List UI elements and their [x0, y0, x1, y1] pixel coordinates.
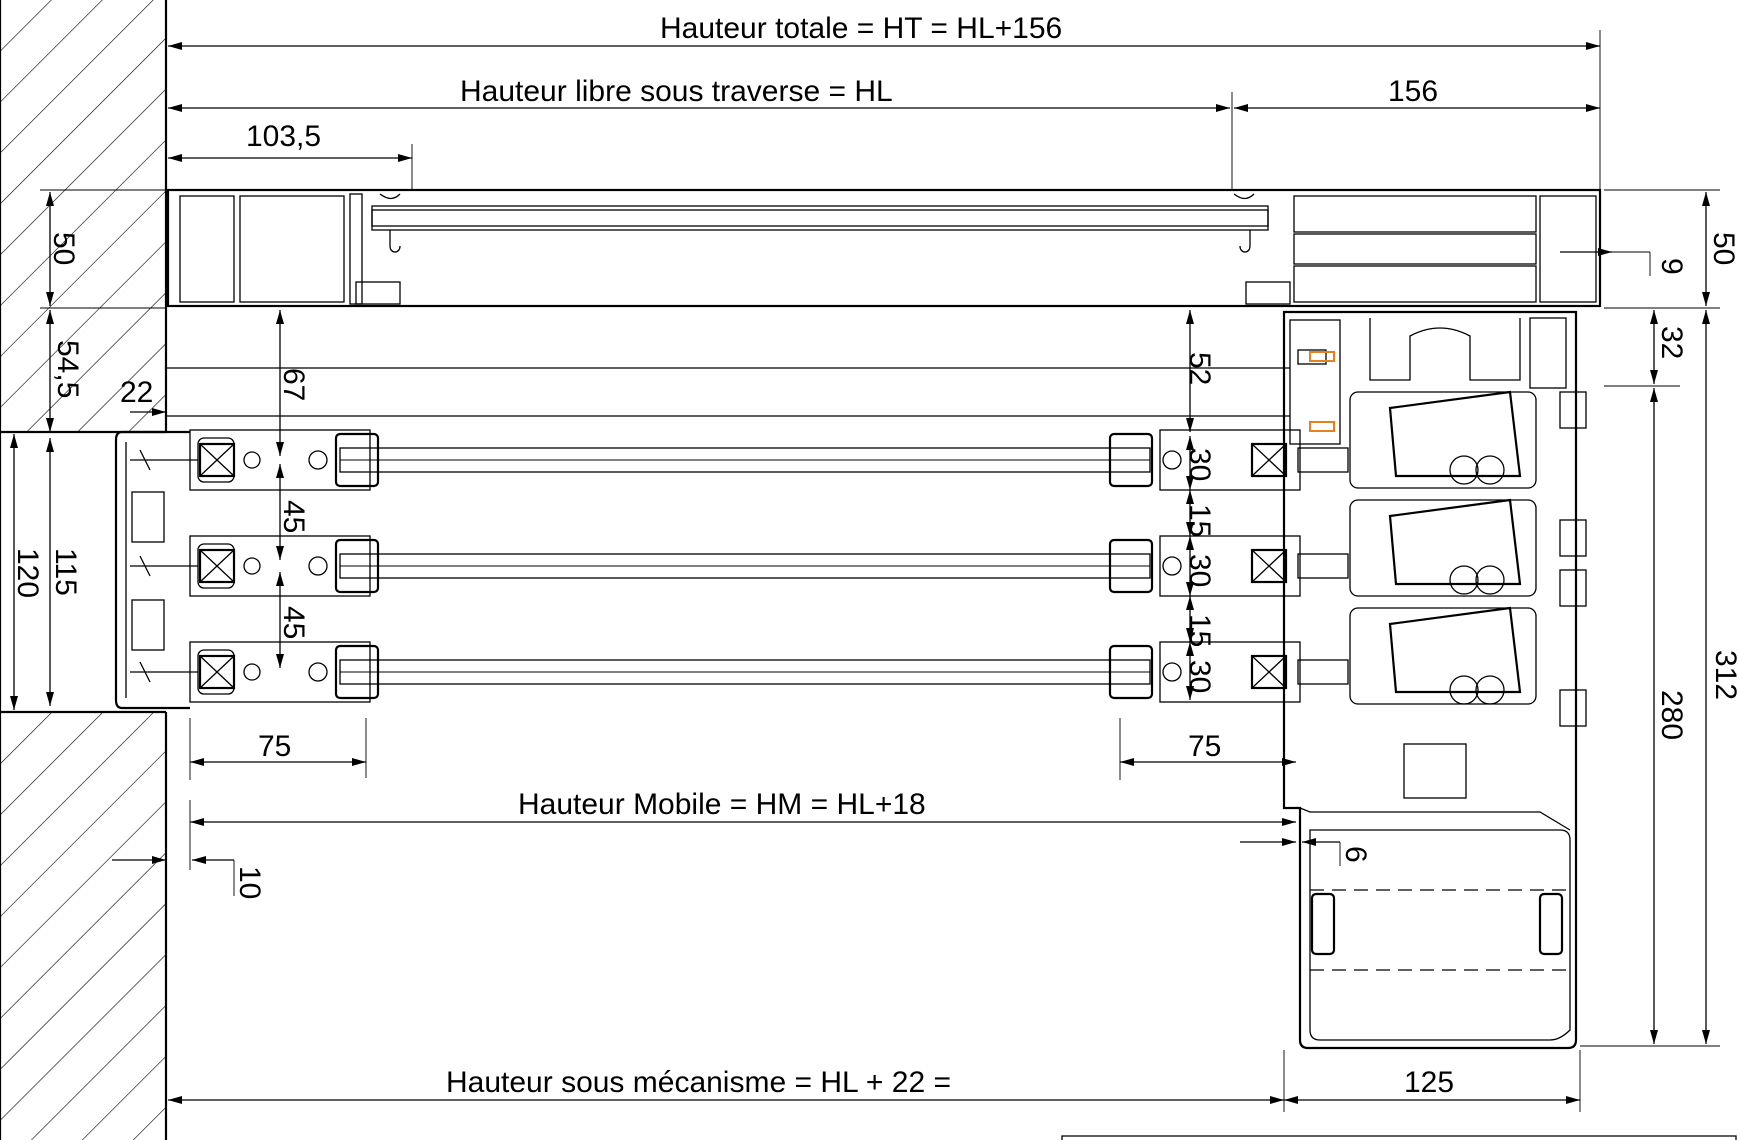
- right-sash-bolt: [1250, 654, 1288, 690]
- left-sash-bolt-cross: [199, 443, 235, 477]
- glazing-panels: [339, 447, 1151, 685]
- right-sash-bracket: [1297, 447, 1349, 473]
- dimension-lines: [10, 30, 1710, 1112]
- label-mobile-height: Hauteur Mobile = HM = HL+18: [518, 788, 926, 821]
- dim-75-right: 75: [1188, 730, 1221, 763]
- dim-103-5: 103,5: [246, 120, 321, 153]
- dim-75-left: 75: [258, 730, 291, 763]
- left-sash-screw: [243, 557, 261, 575]
- reference-lines: [40, 189, 1720, 1047]
- dim-52: 52: [1183, 352, 1216, 385]
- right-sash-bolt-cross: [1251, 443, 1287, 477]
- top-transom-profile: [166, 188, 1602, 308]
- dim-15-b: 15: [1183, 614, 1216, 647]
- left-sash-bolt-cross: [199, 549, 235, 583]
- dim-50-right: 50: [1707, 232, 1740, 265]
- wall-section: [0, 0, 168, 1140]
- left-sash-brush: [130, 449, 198, 471]
- left-sash-screw: [308, 450, 328, 470]
- dim-32: 32: [1655, 326, 1688, 359]
- dim-156: 156: [1388, 75, 1438, 108]
- left-sash-bolt-cross: [199, 655, 235, 689]
- dim-9: 9: [1655, 258, 1688, 275]
- right-sash-bracket: [1297, 553, 1349, 579]
- dimension-labels: Hauteur totale = HT = HL+156 Hauteur lib…: [11, 12, 1740, 1099]
- dim-15-a: 15: [1183, 504, 1216, 537]
- dim-30-b: 30: [1183, 554, 1216, 587]
- dim-30-c: 30: [1183, 660, 1216, 693]
- left-sash-bolt: [198, 548, 236, 584]
- dim-22: 22: [120, 376, 153, 409]
- title-block-edge: [1061, 1135, 1737, 1140]
- right-sash-box: [1159, 429, 1301, 491]
- dim-10: 10: [233, 866, 266, 899]
- dim-125: 125: [1404, 1066, 1454, 1099]
- left-sash-screw: [308, 556, 328, 576]
- left-sash-bolt: [198, 442, 236, 478]
- sliding-mechanism: [1282, 310, 1587, 1050]
- dim-115: 115: [49, 548, 82, 596]
- right-sash-bracket: [1297, 659, 1349, 685]
- right-sash-bolt-cross: [1251, 549, 1287, 583]
- dim-120: 120: [11, 548, 44, 598]
- dim-312: 312: [1709, 650, 1740, 700]
- dim-54-5: 54,5: [51, 340, 84, 398]
- left-sash-brush: [130, 661, 198, 683]
- right-sash-screw: [1162, 556, 1182, 576]
- left-sash-screw: [243, 451, 261, 469]
- right-sash-bolt: [1250, 442, 1288, 478]
- right-sash-box: [1159, 641, 1301, 703]
- label-mechanism-height: Hauteur sous mécanisme = HL + 22 =: [446, 1066, 951, 1099]
- right-sash-bolt-cross: [1251, 655, 1287, 689]
- left-sash-bolt: [198, 654, 236, 690]
- left-sash-screw: [243, 663, 261, 681]
- dim-45-a: 45: [277, 500, 310, 533]
- left-sash-brush: [130, 555, 198, 577]
- dim-67: 67: [277, 368, 310, 401]
- dim-6: 6: [1339, 846, 1372, 863]
- right-sash-screw: [1162, 662, 1182, 682]
- right-sash-screw: [1162, 450, 1182, 470]
- label-total-height: Hauteur totale = HT = HL+156: [660, 12, 1062, 45]
- dim-50-left: 50: [47, 232, 80, 265]
- right-sash-bolt: [1250, 548, 1288, 584]
- dim-45-b: 45: [277, 606, 310, 639]
- right-sash-box: [1159, 535, 1301, 597]
- left-frame: [114, 430, 190, 710]
- dim-280: 280: [1655, 690, 1688, 740]
- left-sash-screw: [308, 662, 328, 682]
- dim-30-a: 30: [1183, 448, 1216, 481]
- label-clear-height: Hauteur libre sous traverse = HL: [460, 75, 893, 108]
